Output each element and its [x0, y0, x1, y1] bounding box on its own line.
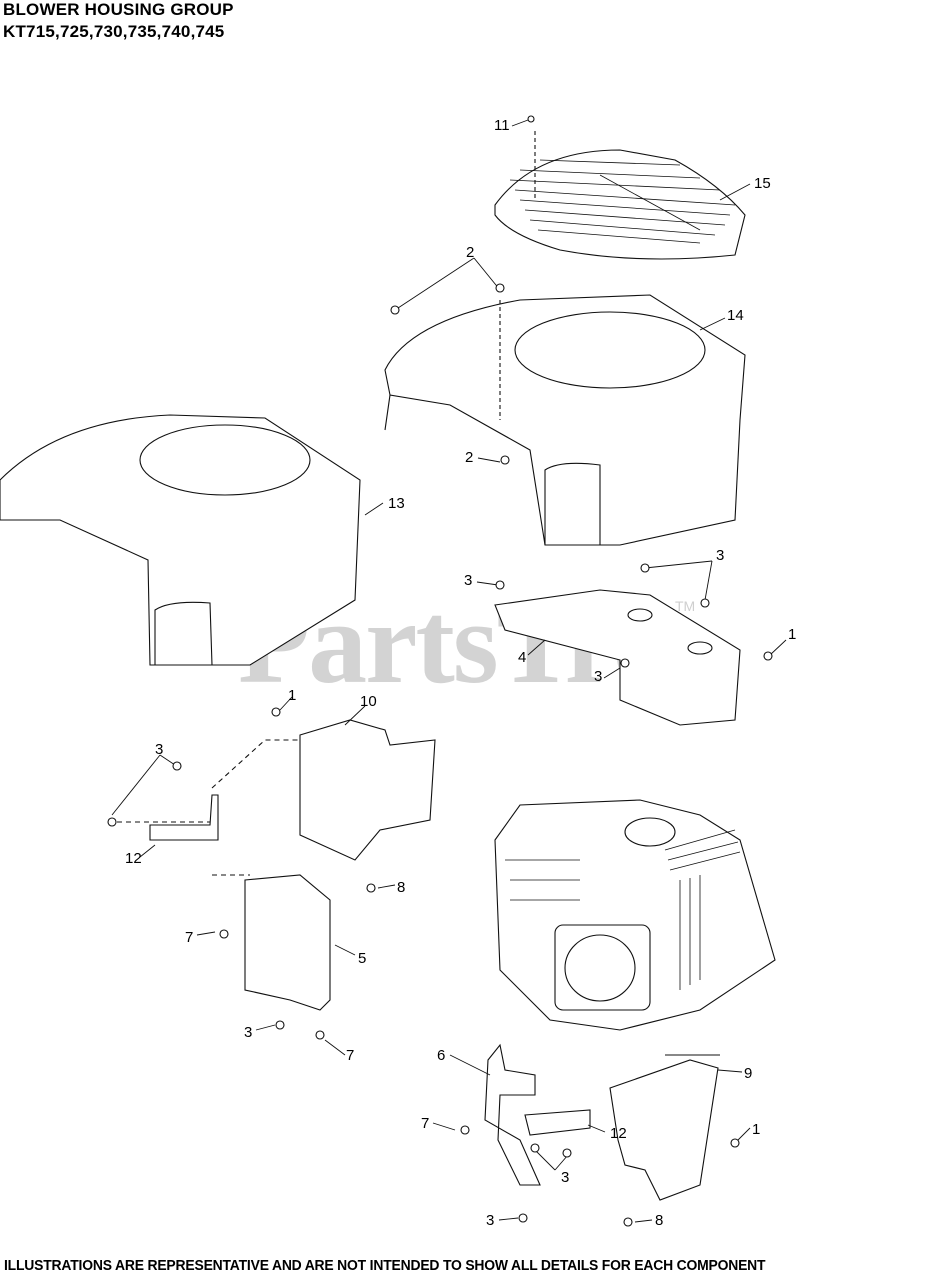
callout-number: 3: [486, 1212, 495, 1229]
shroud-part-5: [212, 874, 331, 1011]
bracket-plate-part-4: [494, 589, 741, 726]
callout-number: 6: [437, 1047, 446, 1064]
engine-cylinder-block: [494, 799, 776, 1031]
callout-number: 1: [752, 1121, 761, 1138]
blower-grille-part-15: [494, 131, 746, 260]
callout-number: 8: [397, 879, 406, 896]
callout-number: 14: [727, 307, 744, 324]
bracket-part-12-lower: [524, 1109, 591, 1136]
watermark-trademark: TM: [675, 598, 696, 614]
diagram-title: BLOWER HOUSING GROUP: [3, 0, 234, 19]
callout-number: 2: [465, 449, 474, 466]
callout-number: 12: [125, 850, 142, 867]
callout-number: 3: [594, 668, 603, 685]
callout-number: 3: [716, 547, 725, 564]
callout-number: 9: [744, 1065, 753, 1082]
bracket-part-12: [108, 794, 219, 841]
callout-number: 1: [788, 626, 797, 643]
callout-number: 1: [288, 687, 297, 704]
callout-number: 11: [494, 117, 510, 134]
callout-number: 3: [561, 1169, 570, 1186]
blower-housing-part-13: [0, 414, 361, 666]
leader-lines: [111, 119, 787, 1223]
model-numbers: KT715,725,730,735,740,745: [3, 22, 225, 41]
shroud-part-10: [211, 719, 436, 861]
callout-number: 5: [358, 950, 367, 967]
callout-number: 12: [610, 1125, 627, 1142]
blower-housing-part-14: [384, 294, 746, 546]
callout-number: 10: [360, 693, 377, 710]
callout-number: 13: [388, 495, 405, 512]
callout-number: 4: [518, 649, 527, 666]
callout-number: 8: [655, 1212, 664, 1229]
callout-number: 7: [346, 1047, 355, 1064]
callout-number: 3: [244, 1024, 253, 1041]
disclaimer-footer: ILLUSTRATIONS ARE REPRESENTATIVE AND ARE…: [4, 1258, 766, 1274]
callout-number: 7: [421, 1115, 430, 1132]
callout-number: 15: [754, 175, 771, 192]
fasteners: [107, 115, 773, 1227]
baffle-part-6: [484, 1043, 541, 1186]
callout-number: 7: [185, 929, 194, 946]
baffle-part-9: [609, 1054, 720, 1201]
callout-number: 3: [464, 572, 473, 589]
callout-number: 3: [155, 741, 164, 758]
callout-number: 2: [466, 244, 475, 261]
